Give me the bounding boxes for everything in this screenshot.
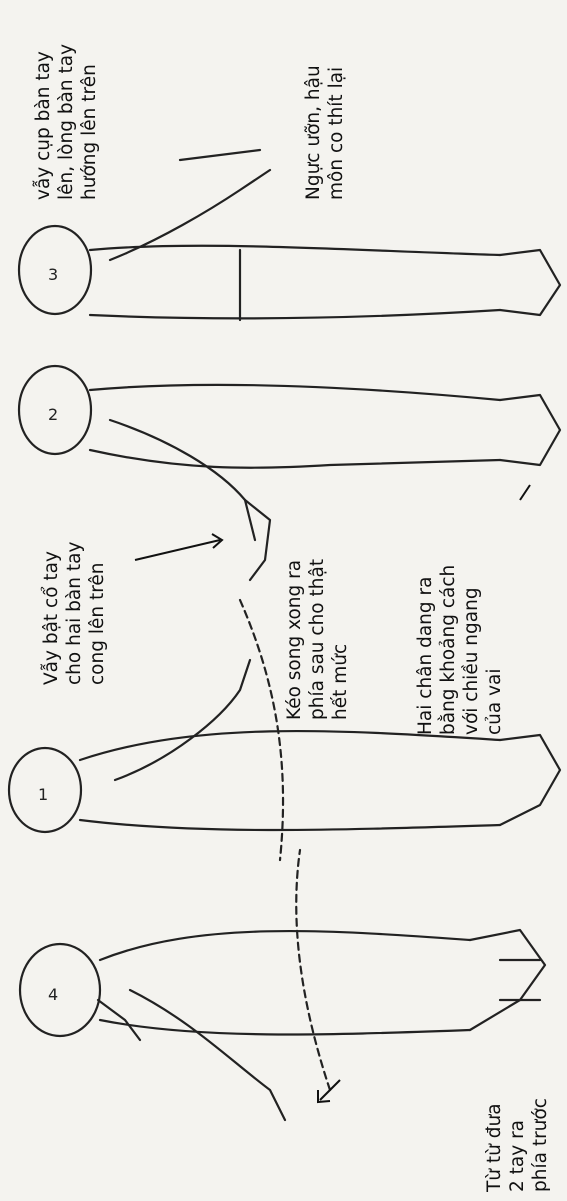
figure-number-b: 1 [38, 785, 48, 804]
caption-line: Vẫy bật cổ tay [40, 542, 63, 685]
arrow-foot [520, 485, 530, 500]
caption-line: lên, lòng bàn tay [55, 44, 78, 200]
figure-number-d: 3 [48, 265, 58, 284]
caption-line: hướng lên trên [78, 44, 101, 200]
figure-number-a: 4 [48, 985, 58, 1004]
arrow-wrist [135, 540, 220, 560]
caption-line: hết mức [329, 559, 352, 720]
caption-chest-out: Ngực ưỡn, hậu môn co thít lại [302, 65, 348, 200]
caption-feet-apart: Hai chân dang ra bằng khoảng cách với ch… [414, 565, 506, 735]
caption-pull-back: Kéo song xong ra phía sau cho thật hết m… [283, 559, 352, 720]
figure-number-c: 2 [48, 405, 58, 424]
caption-line: Ngực ưỡn, hậu [302, 65, 325, 200]
figure-arms-forward: 4 [20, 850, 545, 1120]
caption-line: bằng khoảng cách [437, 565, 460, 735]
caption-line: 2 tay ra [506, 1098, 529, 1192]
caption-wrist-flex: Vẫy bật cổ tay cho hai bàn tay cong lên … [40, 542, 109, 685]
caption-line: phía trước [529, 1098, 552, 1192]
caption-line: Kéo song xong ra [283, 559, 306, 720]
caption-arms-forward: Từ từ đưa 2 tay ra phía trước [483, 1098, 552, 1192]
caption-line: phía sau cho thật [306, 559, 329, 720]
caption-line: Từ từ đưa [483, 1098, 506, 1192]
caption-hands-cupped: vẫy cụp bàn tay lên, lòng bàn tay hướng … [32, 44, 101, 200]
caption-line: Hai chân dang ra [414, 565, 437, 735]
caption-line: vẫy cụp bàn tay [32, 44, 55, 200]
caption-line: của vai [483, 565, 506, 735]
caption-line: cong lên trên [86, 542, 109, 685]
caption-line: cho hai bàn tay [63, 542, 86, 685]
arrow-forward [320, 1080, 340, 1100]
caption-line: với chiều ngang [460, 565, 483, 735]
caption-line: môn co thít lại [325, 65, 348, 200]
